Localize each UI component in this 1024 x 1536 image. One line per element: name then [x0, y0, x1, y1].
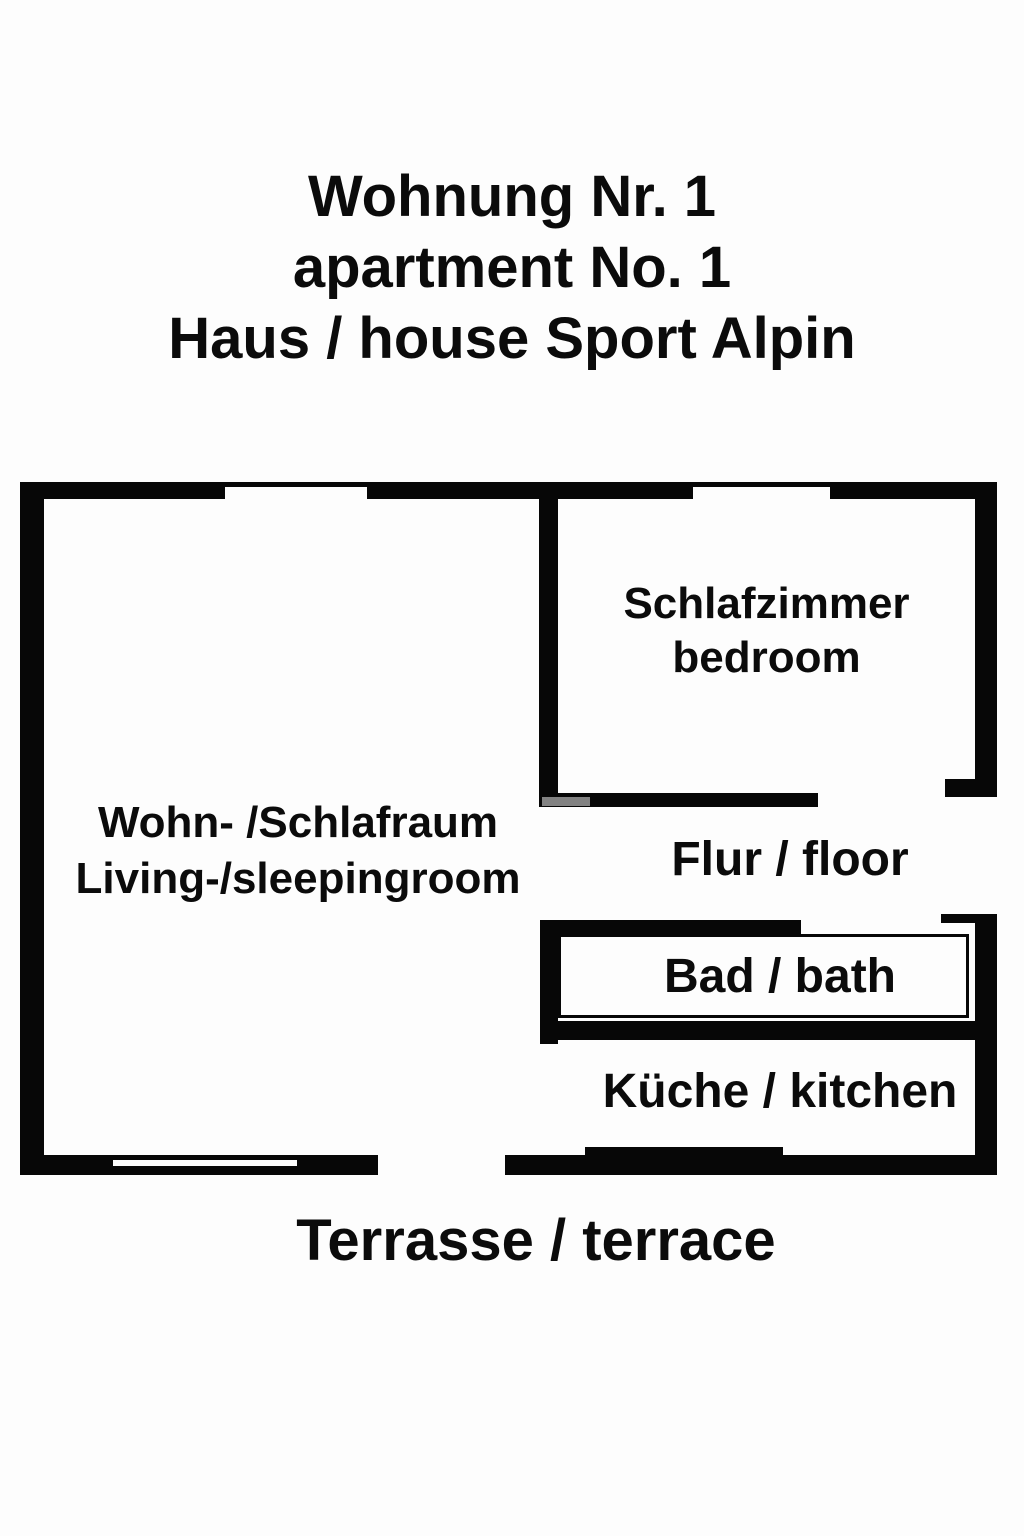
living-label-en: Living-/sleepingroom — [75, 854, 521, 903]
outer-wall-top-segment-left — [20, 482, 225, 499]
terrace-label: Terrasse / terrace — [296, 1208, 776, 1273]
hall-label: Flur / floor — [671, 833, 909, 886]
outer-wall-bottom-right — [505, 1155, 997, 1175]
window-slit-living-bottom — [113, 1160, 297, 1166]
living-label-de: Wohn- /Schlafraum — [97, 798, 499, 847]
title-line-english: apartment No. 1 — [292, 235, 732, 300]
bedroom-bottom-wall — [539, 793, 818, 807]
terrace-door-step — [585, 1147, 783, 1157]
bath-bottom-wall — [558, 1021, 997, 1040]
bath-top-wall — [558, 920, 801, 936]
title-line-german: Wohnung Nr. 1 — [307, 164, 717, 229]
title-line-house-name: Haus / house Sport Alpin — [168, 306, 856, 371]
outer-wall-left — [20, 482, 44, 1175]
bedroom-door-stub — [945, 779, 997, 797]
outer-wall-top-segment-middle — [367, 482, 693, 499]
divider-wall-living-bedroom — [539, 495, 558, 797]
kitchen-label: Küche / kitchen — [602, 1065, 958, 1118]
bedroom-label-de: Schlafzimmer — [623, 579, 910, 628]
bath-inner-outline — [558, 934, 969, 1018]
bedroom-label-en: bedroom — [672, 633, 861, 682]
outer-wall-right-lower — [975, 914, 997, 1175]
door-threshold-mark — [542, 797, 590, 806]
bath-door-stub — [941, 914, 977, 923]
outer-wall-right-upper — [975, 482, 997, 797]
window-lintel-bedroom — [693, 482, 830, 487]
outer-wall-top-segment-right — [830, 482, 997, 499]
bath-left-wall — [540, 920, 558, 1044]
living-room-label: Wohn- /Schlafraum Living-/sleepingroom — [48, 795, 548, 907]
plan-title: Wohnung Nr. 1 apartment No. 1 Haus / hou… — [0, 161, 1024, 374]
window-lintel-living — [225, 482, 367, 487]
bedroom-label: Schlafzimmer bedroom — [558, 577, 975, 685]
bath-label: Bad / bath — [663, 950, 896, 1003]
